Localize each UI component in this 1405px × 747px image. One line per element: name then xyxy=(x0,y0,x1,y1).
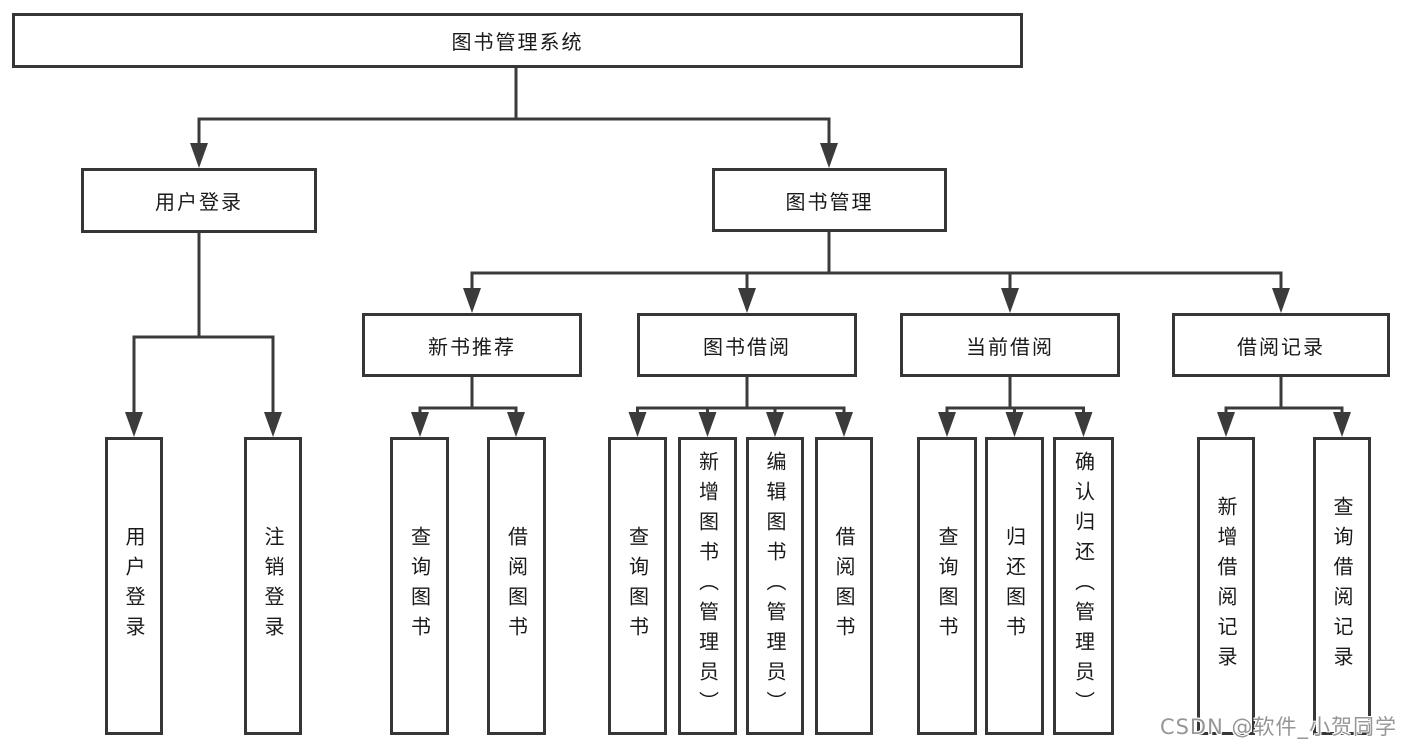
node-records-add-record-label: 新增借阅记录 xyxy=(1214,496,1238,676)
node-borrowing-add-books-admin: 新增图书（管理员） xyxy=(678,437,737,735)
node-book-borrowing-label: 图书借阅 xyxy=(703,334,791,359)
node-recommend-borrow-books-label: 借阅图书 xyxy=(504,526,529,646)
node-borrowing-edit-books-admin: 编辑图书（管理员） xyxy=(746,437,804,735)
node-records-add-record: 新增借阅记录 xyxy=(1197,437,1255,735)
node-current-confirm-return-admin-label: 确认归还（管理员） xyxy=(1071,451,1096,721)
node-borrowing-edit-books-admin-label: 编辑图书（管理员） xyxy=(763,451,787,721)
node-recommend-query-books-label: 查询图书 xyxy=(407,526,432,646)
node-current-return-books: 归还图书 xyxy=(985,437,1044,735)
watermark-text: CSDN @软件_小贺同学 xyxy=(1159,715,1397,739)
node-book-management: 图书管理 xyxy=(712,168,947,232)
node-recommend-borrow-books: 借阅图书 xyxy=(487,437,546,735)
node-new-book-recommend-label: 新书推荐 xyxy=(428,334,516,359)
node-borrowing-query-books-label: 查询图书 xyxy=(625,526,650,646)
node-login-user-login-label: 用户登录 xyxy=(122,526,146,646)
node-book-borrowing: 图书借阅 xyxy=(637,313,857,377)
node-borrowing-borrow-books: 借阅图书 xyxy=(815,437,873,735)
node-recommend-query-books: 查询图书 xyxy=(390,437,449,735)
node-borrowing-records: 借阅记录 xyxy=(1172,313,1390,377)
node-borrowing-query-books: 查询图书 xyxy=(608,437,667,735)
node-login-user-login: 用户登录 xyxy=(105,437,163,735)
node-user-login: 用户登录 xyxy=(81,168,317,233)
node-system-root-label: 图书管理系统 xyxy=(451,30,584,54)
node-book-management-label: 图书管理 xyxy=(785,189,874,214)
node-current-confirm-return-admin: 确认归还（管理员） xyxy=(1053,437,1114,735)
node-login-logout: 注销登录 xyxy=(244,437,302,735)
node-current-borrowing: 当前借阅 xyxy=(900,313,1120,377)
node-records-query-record: 查询借阅记录 xyxy=(1313,437,1371,735)
node-borrowing-records-label: 借阅记录 xyxy=(1237,334,1325,359)
node-user-login-label: 用户登录 xyxy=(155,190,243,214)
node-borrowing-add-books-admin-label: 新增图书（管理员） xyxy=(695,451,720,721)
node-current-return-books-label: 归还图书 xyxy=(1002,526,1027,646)
node-system-root: 图书管理系统 xyxy=(12,13,1023,68)
node-current-borrowing-label: 当前借阅 xyxy=(966,334,1054,359)
node-current-query-books: 查询图书 xyxy=(917,437,977,735)
node-borrowing-borrow-books-label: 借阅图书 xyxy=(832,526,856,646)
node-login-logout-label: 注销登录 xyxy=(261,526,285,646)
node-current-query-books-label: 查询图书 xyxy=(935,526,959,646)
node-records-query-record-label: 查询借阅记录 xyxy=(1330,496,1354,676)
node-new-book-recommend: 新书推荐 xyxy=(362,313,582,377)
